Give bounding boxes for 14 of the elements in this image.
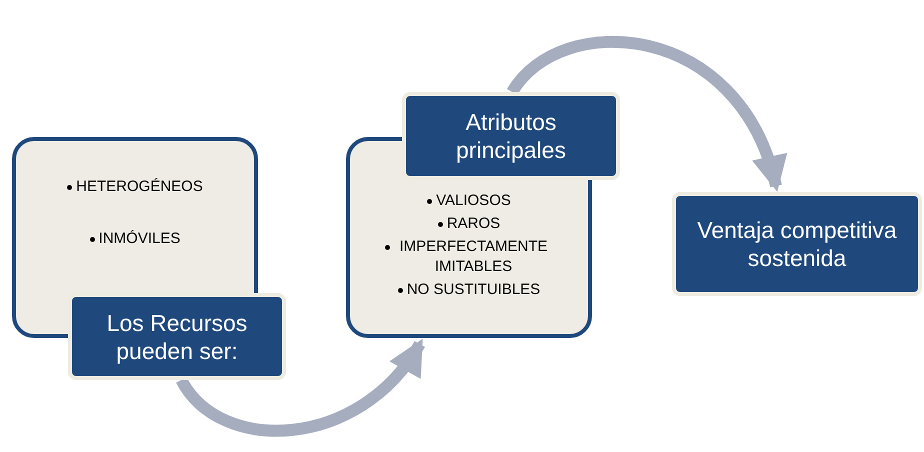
box-title: Atributos principales [455,108,567,164]
title-box [68,293,286,380]
title-box [672,192,922,296]
box-title: Ventaja competitiva sostenida [696,216,898,272]
box-title: Los Recursos pueden ser: [106,308,248,364]
curved-arrow [507,36,784,192]
list-item: INMÓVILES [98,229,180,249]
curved-arrow [176,339,425,437]
list-item: RAROS [446,214,500,234]
list-item: IMPERFECTAMENTE IMITABLES [398,237,549,277]
list-item: HETEROGÉNEOS [76,177,203,197]
title-box [402,92,620,180]
list-item: VALIOSOS [436,191,511,211]
list-item: NO SUSTITUIBLES [406,280,540,300]
